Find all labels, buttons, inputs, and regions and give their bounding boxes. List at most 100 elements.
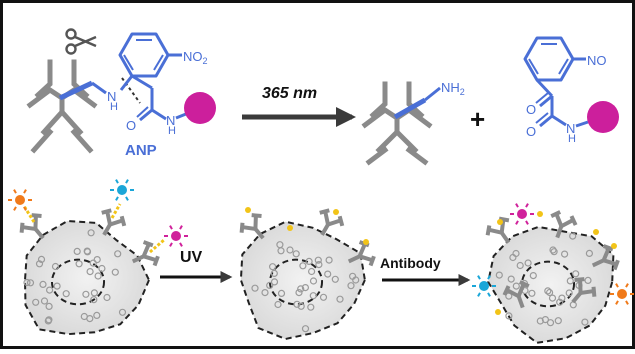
vesicle [32, 298, 40, 306]
vesicle [558, 294, 566, 302]
cleavage-dashed-line [121, 77, 141, 104]
dye-magenta [517, 209, 527, 219]
vesicle [495, 271, 503, 279]
cell-3-antibody [485, 216, 511, 244]
label-amide-o: O [126, 118, 136, 133]
cell-3-antibody [502, 280, 530, 309]
vesicle [276, 241, 284, 249]
dye-orange [617, 289, 627, 299]
vesicle [581, 318, 589, 326]
vesicle [83, 247, 91, 255]
dye-orange-ray [13, 206, 17, 211]
dye-cyan-ray [125, 179, 129, 184]
vesicle [585, 249, 594, 257]
vesicle [53, 282, 61, 290]
cell-2-stub [287, 225, 293, 231]
vesicle [286, 246, 294, 254]
cell-2-stub [363, 239, 369, 245]
vesicle [293, 300, 301, 308]
dye-magenta-ray [515, 203, 519, 208]
vesicle [505, 312, 513, 320]
vesicle [295, 289, 303, 297]
vesicle [325, 256, 333, 264]
vesicle [80, 312, 88, 321]
cell-2-stub [245, 207, 251, 213]
dye-cyan-ray [487, 275, 491, 280]
cell-2-membrane [239, 220, 366, 341]
label-wavelength: 365 nm [262, 85, 317, 102]
vesicle [315, 261, 323, 269]
vesicle [89, 259, 97, 267]
vesicle [509, 253, 517, 262]
vesicle [37, 255, 46, 263]
vesicle [87, 229, 95, 237]
dye-cyan [117, 185, 127, 195]
vesicle [544, 287, 552, 295]
cell-3-stub [497, 219, 503, 225]
vesicle [546, 319, 555, 327]
vesicle [39, 280, 47, 288]
dye-cyan-ray [487, 292, 491, 297]
dye-cyan-ray [115, 196, 119, 201]
cell-1-nucleus [50, 258, 106, 306]
dye-cyan-ray [477, 275, 481, 280]
vesicle [75, 260, 83, 268]
vesicle [90, 296, 98, 304]
vesicle [545, 288, 554, 297]
amine-linker [393, 86, 441, 120]
label-uv: UV [180, 249, 203, 266]
cell-3-stub [537, 211, 543, 217]
vesicle [277, 289, 286, 297]
vesicle [352, 276, 360, 284]
dye-orange-ray [625, 283, 629, 288]
vesicle [572, 270, 580, 278]
vesicle [309, 292, 317, 300]
vesicle [51, 262, 60, 271]
label-antibody: Antibody [380, 255, 441, 271]
vesicle [90, 289, 99, 297]
vesicle [26, 279, 35, 287]
vesicle [307, 303, 315, 311]
dye-magenta-ray [515, 220, 519, 225]
cell-1-linker [110, 203, 122, 219]
vesicle [270, 269, 278, 277]
vesicle [529, 272, 537, 280]
vesicle [44, 317, 52, 325]
dye-magenta-ray [169, 225, 173, 230]
vesicle [23, 278, 31, 287]
payload-circle-left [184, 92, 216, 124]
cell-3-antibody [591, 244, 620, 271]
vesicle [93, 256, 101, 264]
vesicle [86, 268, 94, 276]
dye-magenta-ray [169, 242, 173, 247]
cell-2-antibody [239, 213, 265, 240]
vesicle [541, 316, 550, 324]
vesicle [269, 263, 277, 271]
cell-3-antibody [550, 210, 578, 239]
label-plus: + [470, 104, 485, 134]
vesicle [103, 293, 111, 302]
dye-orange-ray [23, 189, 27, 194]
vesicle [297, 285, 305, 293]
vesicle [40, 297, 49, 305]
dye-magenta-ray [525, 203, 529, 208]
vesicle [319, 293, 328, 301]
dye-orange-ray [13, 189, 17, 194]
vesicle [118, 308, 127, 316]
label-amide-h: H [168, 125, 176, 137]
anp-structure [118, 32, 182, 122]
label-anp: ANP [125, 142, 157, 159]
vesicle [569, 232, 577, 240]
dye-cyan-ray [477, 292, 481, 297]
label-nh-h: H [110, 101, 118, 113]
label-nitroso: NO [587, 53, 607, 68]
vesicle [45, 302, 53, 310]
vesicle [512, 282, 520, 290]
dye-orange-ray [625, 300, 629, 305]
cell-3-stub [495, 309, 501, 315]
product-payload-bond [575, 120, 589, 128]
cell-1-antibody [131, 240, 160, 267]
label-product-amide-o: O [526, 124, 536, 139]
